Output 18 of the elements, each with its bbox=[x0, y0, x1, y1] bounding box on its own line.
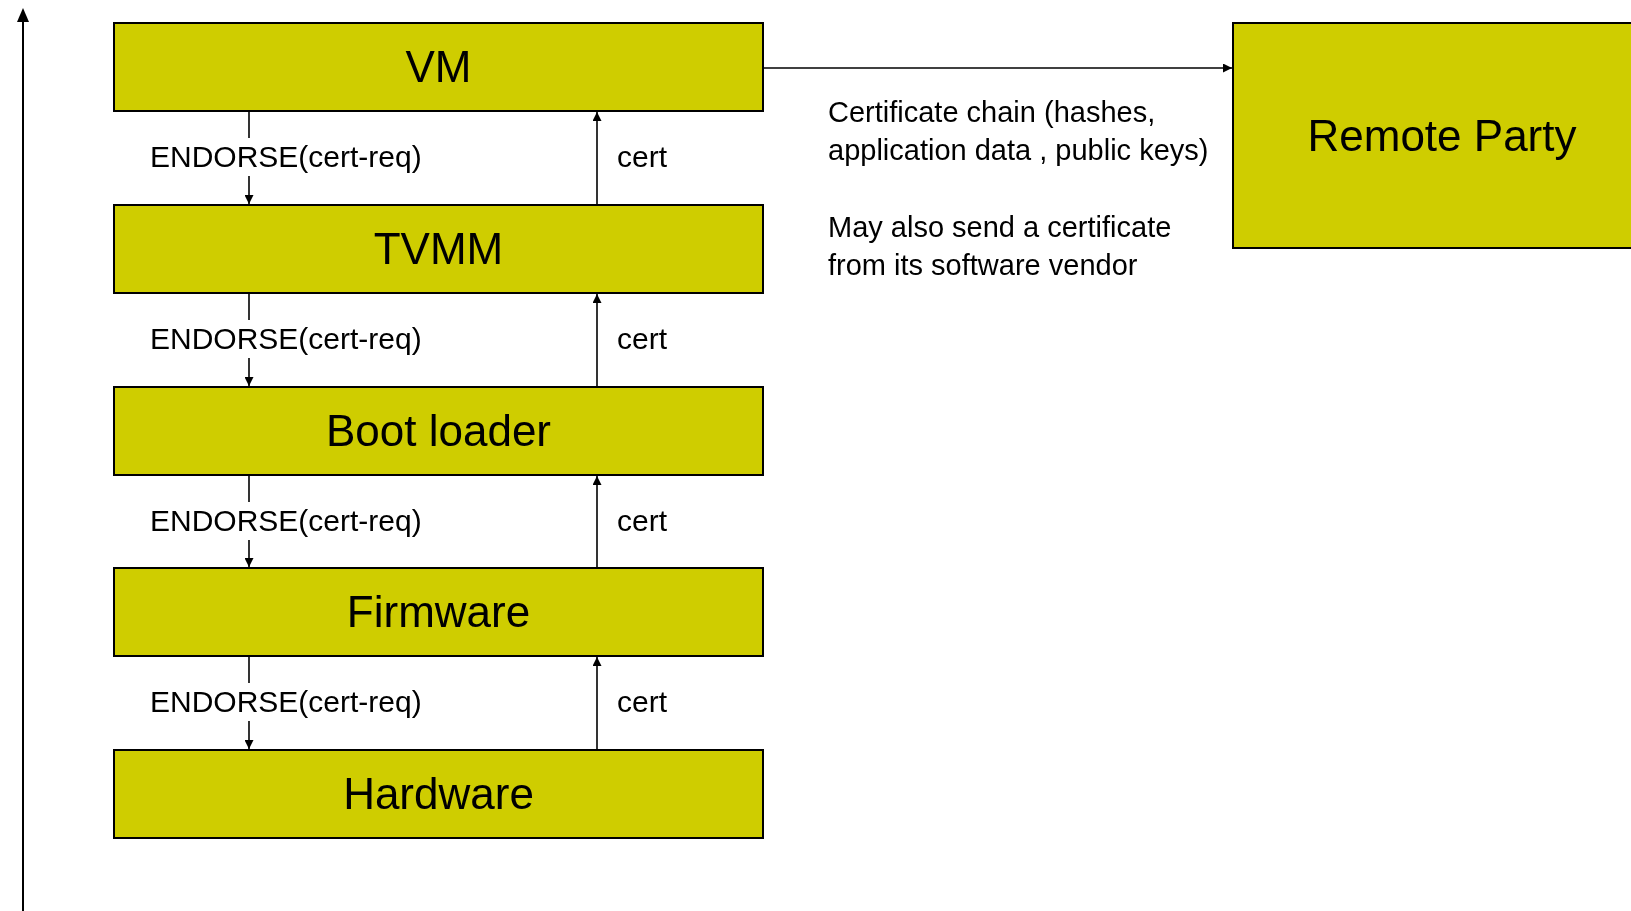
box-title: Remote Party bbox=[1307, 113, 1577, 158]
box-title: VM bbox=[405, 45, 472, 89]
layer-box bbox=[113, 22, 764, 112]
arrow bbox=[763, 63, 1233, 73]
box-title: Boot loader bbox=[325, 409, 552, 453]
layer-box bbox=[113, 204, 764, 294]
layer-box bbox=[1232, 22, 1631, 249]
arrow bbox=[592, 111, 602, 205]
layer-box bbox=[113, 567, 764, 657]
layer-box bbox=[113, 386, 764, 476]
arrow bbox=[592, 656, 602, 750]
arrow bbox=[592, 293, 602, 387]
arrow bbox=[592, 475, 602, 568]
box-title: Hardware bbox=[343, 772, 534, 816]
layer-box bbox=[113, 749, 764, 839]
box-title: Firmware bbox=[346, 590, 531, 634]
note-text: May also send a certificate from its software vendor bbox=[828, 210, 1173, 283]
box-title: TVMM bbox=[373, 227, 504, 271]
